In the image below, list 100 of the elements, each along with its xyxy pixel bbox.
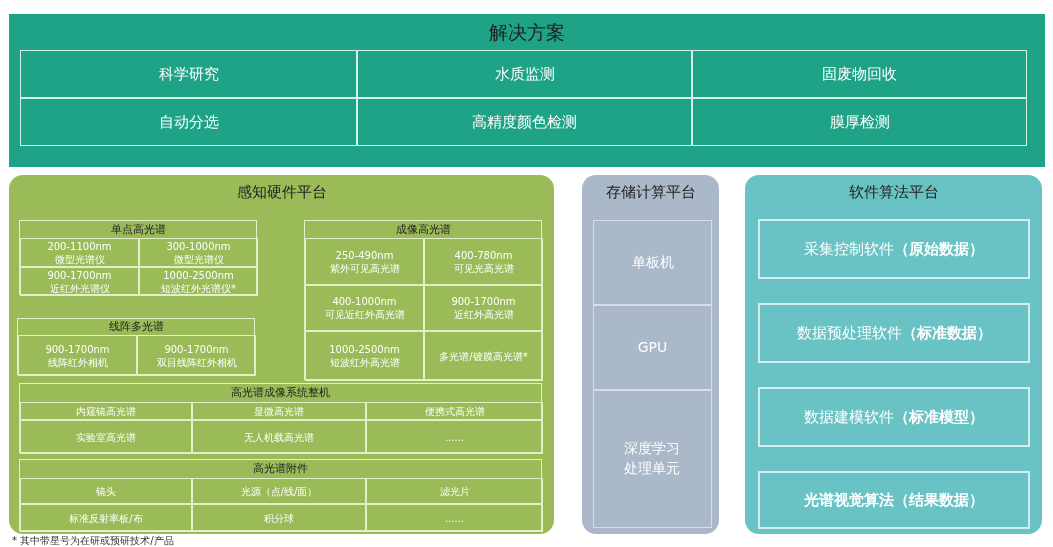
table-cell: [20, 478, 192, 504]
cell-text: 便携式高光谱: [424, 404, 485, 418]
compute-box: [593, 305, 712, 390]
cell-text: 双目线阵红外相机: [156, 355, 237, 369]
cell-text: 高精度颜色检测: [472, 112, 577, 132]
table-cell: [192, 504, 366, 532]
solution-box: [357, 98, 692, 146]
cell-text: 科学研究: [158, 64, 219, 84]
table-cell: [424, 331, 543, 381]
solution-band: [9, 14, 1045, 167]
cell-text: 近红外光谱仪: [49, 281, 110, 295]
cell-text: 250-490nm: [335, 248, 394, 262]
cell-text: 线阵红外相机: [47, 355, 108, 369]
table-cell: [20, 238, 139, 267]
solution-box: [692, 98, 1027, 146]
panel-title: 感知硬件平台: [236, 183, 327, 202]
cell-text: 无人机载高光谱: [244, 430, 314, 444]
software-box: [758, 303, 1030, 363]
compute-box: [593, 220, 712, 305]
cell-text: 短波红外高光谱: [329, 356, 400, 369]
cell-text: 自动分选: [158, 112, 219, 132]
cell-text: 900-1700nm: [45, 342, 110, 356]
cell-text: 固废物回收: [822, 64, 897, 84]
table-group: [304, 220, 542, 380]
cell-text: 900-1700nm: [451, 295, 516, 308]
cell-text: GPU: [637, 337, 668, 357]
cell-text: 深度学习处理单元: [623, 439, 682, 478]
cell-text: 1000-2500nm: [163, 268, 234, 282]
cell-text: 数据建模软件（标准模型）: [804, 407, 984, 427]
cell-text: 滤光片: [439, 484, 470, 498]
solution-box: [692, 50, 1027, 98]
software-box: [758, 471, 1030, 529]
table-cell: [424, 285, 543, 331]
cell-text: 400-1000nm: [332, 295, 397, 308]
table-group: [19, 220, 257, 295]
panel-title: 解决方案: [489, 20, 565, 45]
table-cell: [139, 238, 258, 267]
cell-text: 近红外高光谱: [453, 308, 514, 321]
table-cell: [366, 420, 543, 454]
group-heading: 高光谱附件: [253, 461, 308, 477]
panel-title: 存储计算平台: [605, 183, 696, 202]
software-box: [758, 387, 1030, 447]
cell-text: 膜厚检测: [829, 112, 890, 132]
cell-text: 900-1700nm: [47, 268, 112, 282]
table-cell: [366, 402, 543, 420]
cell-text: 微型光谱仪: [173, 252, 224, 266]
table-cell: [305, 331, 424, 381]
cell-text: 镜头: [96, 484, 116, 498]
table-cell: [192, 478, 366, 504]
cell-text: 短波红外光谱仪*: [161, 281, 236, 295]
group-heading: 高光谱成像系统整机: [231, 385, 330, 401]
solution-box: [20, 98, 357, 146]
platform-panel: [582, 175, 719, 534]
group-heading: 单点高光谱: [110, 222, 166, 238]
table-group: [17, 318, 255, 375]
footnote: * 其中带星号为在研或预研技术/产品: [12, 535, 174, 547]
cell-text: 可见近红外高光谱: [324, 308, 405, 321]
table-cell: [20, 420, 192, 454]
table-cell: [305, 285, 424, 331]
cell-text: 900-1700nm: [164, 342, 229, 356]
solution-box: [20, 50, 357, 98]
group-heading: 线阵多光谱: [108, 319, 164, 335]
group-heading: 成像高光谱: [395, 222, 451, 238]
cell-text: 300-1000nm: [166, 239, 231, 253]
cell-text: 数据预处理软件（标准数据）: [796, 323, 992, 343]
table-cell: [139, 267, 258, 296]
table-cell: [192, 420, 366, 454]
platform-panel: [9, 175, 554, 534]
solution-box: [357, 50, 692, 98]
cell-text: 光源（点/线/面）: [240, 484, 318, 498]
cell-text: 单板机: [631, 252, 674, 272]
cell-text: 多光谱/镀膜高光谱*: [439, 349, 528, 363]
table-cell: [20, 504, 192, 532]
panel-title: 软件算法平台: [848, 183, 939, 202]
table-group: [19, 459, 542, 531]
cell-text: 实验室高光谱: [76, 430, 136, 444]
table-cell: [137, 335, 256, 376]
cell-text: 水质监测: [494, 64, 555, 84]
cell-text: 积分球: [264, 511, 294, 525]
table-cell: [18, 335, 137, 376]
cell-text: 1000-2500nm: [329, 343, 400, 356]
table-cell: [20, 402, 192, 420]
cell-text: 标准反射率板/布: [69, 511, 143, 525]
cell-text: 可见光高光谱: [453, 261, 514, 275]
cell-text: ......: [444, 430, 465, 444]
table-cell: [20, 267, 139, 296]
table-group: [19, 383, 542, 453]
cell-text: 采集控制软件（原始数据）: [804, 239, 984, 259]
cell-text: 400-780nm: [454, 248, 513, 262]
cell-text: 微型光谱仪: [54, 252, 105, 266]
cell-text: ......: [444, 511, 465, 525]
cell-text: 紫外可见高光谱: [329, 261, 400, 275]
cell-text: 200-1100nm: [47, 239, 112, 253]
software-box: [758, 219, 1030, 279]
table-cell: [424, 238, 543, 285]
cell-text: 显微高光谱: [254, 404, 304, 418]
table-cell: [366, 504, 543, 532]
table-cell: [192, 402, 366, 420]
cell-text: 内窥镜高光谱: [76, 404, 136, 418]
compute-box: [593, 390, 712, 528]
